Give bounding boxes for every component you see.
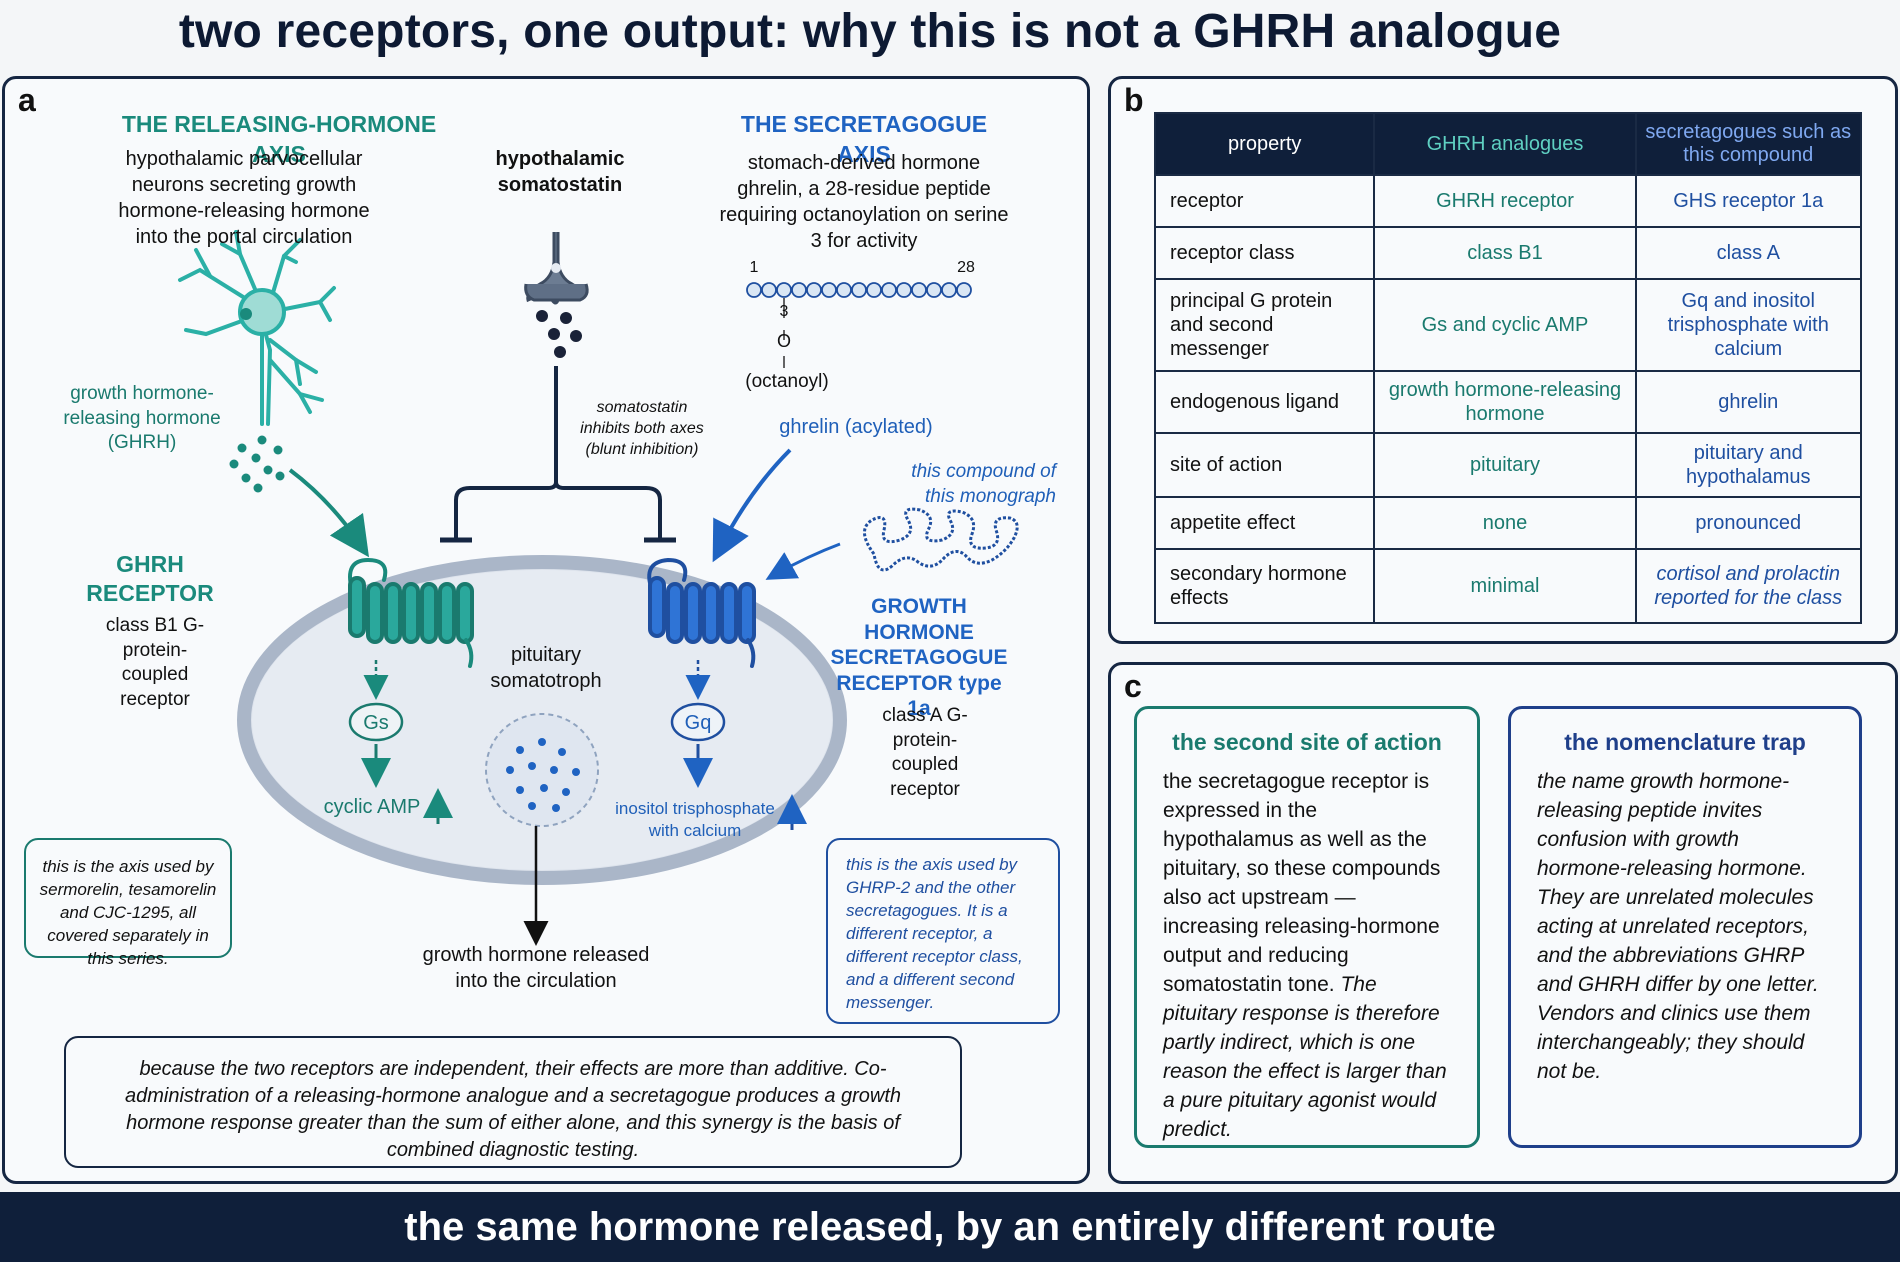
table-cell: Gq and inositol trisphosphate with calci…: [1634, 278, 1862, 372]
releasing-axis-heading: THE RELEASING-HORMONE AXIS: [121, 111, 437, 167]
gs-label: Gs: [363, 712, 389, 734]
table-row: receptor GHRH receptor GHS receptor 1a: [1153, 174, 1862, 228]
ghs-receptor-icon: [647, 557, 756, 668]
footer-banner: the same hormone released, by an entirel…: [0, 1192, 1900, 1262]
table-cell: pituitary: [1373, 432, 1637, 498]
secretagogue-axis-heading: THE SECRETAGOGUE AXIS: [740, 111, 988, 167]
secretory-granule-icon: [485, 713, 599, 827]
table-cell: class A: [1634, 226, 1862, 280]
table-row: endogenous ligand growth hormone-releasi…: [1153, 370, 1862, 434]
residue-end: 28: [957, 259, 975, 276]
cell-label: pituitary somatotroph: [490, 644, 602, 692]
table-row: appetite effect none pronounced: [1153, 496, 1862, 550]
table-cell: principal G protein and second messenger: [1153, 278, 1376, 372]
nomenclature-body: the name growth hormone-releasing peptid…: [1537, 770, 1819, 1083]
ghrh-receptor-desc: class B1 G-protein-coupled receptor: [105, 615, 205, 711]
table-cell: pronounced: [1634, 496, 1862, 550]
synergy-note: because the two receptors are independen…: [64, 1036, 962, 1168]
octanoyl-label: (octanoyl): [745, 371, 829, 392]
ghrh-receptor-heading: GHRH RECEPTOR: [86, 551, 214, 606]
residue-3: 3: [779, 303, 789, 320]
table-header-property: property: [1153, 112, 1376, 176]
table-header-ghrh: GHRH analogues: [1373, 112, 1637, 176]
somatostatin-note: somatostatin inhibits both axes (blunt i…: [580, 399, 704, 458]
somatostatin-terminal-icon: [524, 232, 589, 358]
gq-protein: [670, 702, 726, 742]
ghrelin-label: ghrelin (acylated): [779, 416, 933, 438]
second-site-heading: the second site of action: [1172, 729, 1442, 755]
somatostatin-inhibition-lines: [440, 366, 676, 543]
gq-label: Gq: [684, 712, 712, 734]
neuron-icon: [178, 230, 336, 426]
table-row: principal G protein and second messenger…: [1153, 278, 1862, 372]
table-cell: receptor class: [1153, 226, 1376, 280]
table-cell: receptor: [1153, 174, 1376, 228]
ghrh-receptor-icon: [348, 557, 474, 668]
second-site-body-italic: The pituitary response is therefore part…: [1163, 972, 1447, 1141]
ghrelin-arrow: [712, 448, 792, 563]
second-site-body: the secretagogue receptor is expressed i…: [1163, 770, 1441, 996]
compound-label: this compound of this monograph: [911, 461, 1056, 507]
table-cell: GHRH receptor: [1373, 174, 1637, 228]
secretagogue-axis-note: this is the axis used by GHRP-2 and the …: [826, 838, 1060, 1024]
table-cell: growth hormone-releasing hormone: [1373, 370, 1637, 434]
output-label: growth hormone released into the circula…: [422, 944, 650, 992]
releasing-axis-desc: hypothalamic parvocellular neurons secre…: [118, 148, 370, 248]
gs-protein: [348, 702, 404, 742]
ip3-label: inositol trisphosphate with calcium: [615, 799, 775, 841]
secretagogue-axis-desc: stomach-derived hormone ghrelin, a 28-re…: [719, 152, 1009, 252]
releasing-axis-note: this is the axis used by sermorelin, tes…: [24, 838, 232, 968]
panel-c-label: c: [1124, 668, 1142, 704]
table-header-row: property GHRH analogues secretagogues su…: [1153, 112, 1862, 176]
table-cell: GHS receptor 1a: [1634, 174, 1862, 228]
ghs-receptor-desc: class A G-protein-coupled receptor: [882, 705, 968, 801]
table-cell: none: [1373, 496, 1637, 550]
second-site-box: the second site of action the secretagog…: [1134, 706, 1480, 1148]
table-cell: Gs and cyclic AMP: [1373, 278, 1637, 372]
ghs-receptor-heading: GROWTH HORMONE SECRETAGOGUE RECEPTOR typ…: [830, 595, 1008, 721]
table-cell: pituitary and hypothalamus: [1634, 432, 1862, 498]
table-cell: appetite effect: [1153, 496, 1376, 550]
table-cell: cortisol and prolactin reported for the …: [1634, 548, 1862, 624]
table-cell: minimal: [1373, 548, 1637, 624]
somatostatin-heading: hypothalamic somatostatin: [495, 148, 625, 196]
nomenclature-box: the nomenclature trap the name growth ho…: [1508, 706, 1862, 1148]
comparison-table: property GHRH analogues secretagogues su…: [1153, 112, 1862, 624]
table-cell: secondary hormone effects: [1153, 548, 1376, 624]
panel-c: [1108, 662, 1898, 1184]
ghrh-label: growth hormone-releasing hormone (GHRH): [63, 383, 221, 454]
ghrelin-chain-icon: [746, 282, 972, 368]
table-row: secondary hormone effects minimal cortis…: [1153, 548, 1862, 624]
panel-a-label: a: [18, 82, 36, 118]
nomenclature-heading: the nomenclature trap: [1564, 729, 1806, 755]
table-header-secretagogue: secretagogues such as this compound: [1634, 112, 1862, 176]
residue-start: 1: [749, 259, 759, 276]
compound-molecule-icon: [863, 507, 1019, 572]
table-cell: ghrelin: [1634, 370, 1862, 434]
table-row: site of action pituitary pituitary and h…: [1153, 432, 1862, 498]
table-row: receptor class class B1 class A: [1153, 226, 1862, 280]
panel-b-label: b: [1124, 82, 1144, 118]
ghrh-molecules-icon: [229, 435, 285, 493]
camp-label: cyclic AMP: [323, 796, 421, 818]
page-title: two receptors, one output: why this is n…: [178, 5, 1562, 58]
table-cell: site of action: [1153, 432, 1376, 498]
table-cell: endogenous ligand: [1153, 370, 1376, 434]
ghrh-arrow: [288, 468, 370, 558]
oxygen-label: O: [776, 331, 791, 351]
table-cell: class B1: [1373, 226, 1637, 280]
